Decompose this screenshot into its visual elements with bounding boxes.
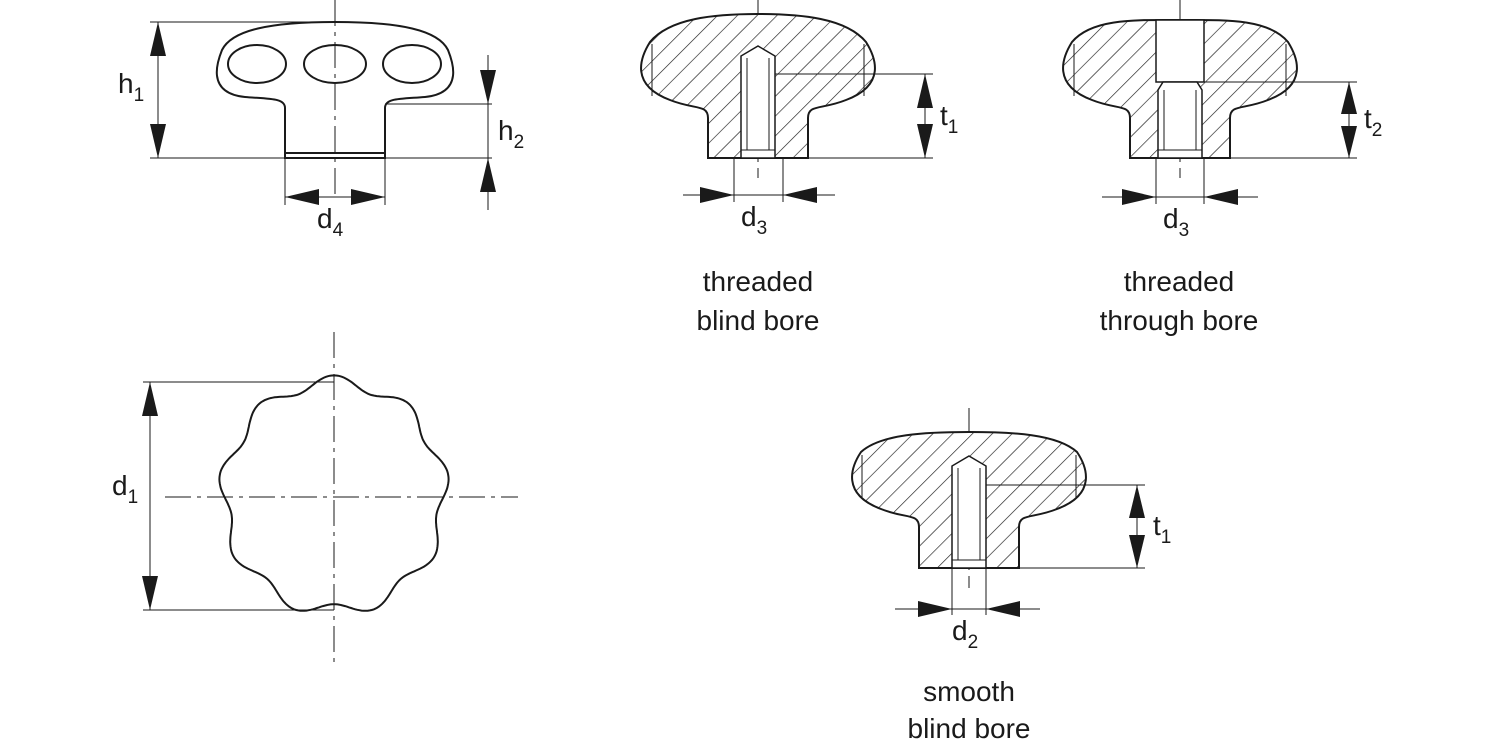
d2-arrow-left [918, 601, 952, 617]
section-threaded-through-bore: t2 d3 threaded through bore [1062, 0, 1382, 336]
d4-label: d4 [317, 203, 344, 241]
section-b-bore-upper [1155, 19, 1205, 83]
t1-a-arrow-bottom [917, 124, 933, 158]
d1-arrow-bottom [142, 576, 158, 610]
section-b-caption-line2: through bore [1100, 305, 1259, 336]
side-view: h1 h2 d4 [118, 0, 524, 241]
d4-arrow-left [285, 189, 319, 205]
d3-b-arrow-left [1122, 189, 1156, 205]
d3-a-label: d3 [741, 201, 767, 239]
section-b-bore-lower [1157, 81, 1203, 159]
section-c-caption-line2: blind bore [908, 713, 1031, 744]
d3-b-label: d3 [1163, 203, 1189, 241]
h2-arrow-bottom [480, 158, 496, 192]
section-threaded-blind-bore: t1 d3 threaded blind bore [640, 0, 958, 336]
h1-arrow-bottom [150, 124, 166, 158]
h2-label: h2 [498, 115, 524, 153]
d1-label: d1 [112, 470, 138, 508]
knob-grip-hole-right [382, 44, 442, 84]
t2-label: t2 [1364, 103, 1382, 141]
h2-arrow-top [480, 70, 496, 104]
t1-c-arrow-bottom [1129, 535, 1145, 568]
d3-a-arrow-right [783, 187, 817, 203]
top-view: d1 [112, 332, 518, 665]
t1-a-label: t1 [940, 100, 958, 138]
d2-arrow-right [986, 601, 1020, 617]
section-a-caption-line1: threaded [703, 266, 814, 297]
knob-grip-hole-left [227, 44, 287, 84]
d1-arrow-top [142, 382, 158, 416]
knob-grip-hole-center [303, 44, 367, 84]
t2-arrow-bottom [1341, 126, 1357, 158]
section-smooth-blind-bore: t1 d2 smooth blind bore [851, 408, 1171, 744]
section-a-bore [740, 45, 776, 159]
section-b-caption-line1: threaded [1124, 266, 1235, 297]
section-c-caption-line1: smooth [923, 676, 1015, 707]
d3-b-arrow-right [1204, 189, 1238, 205]
section-a-caption-line2: blind bore [697, 305, 820, 336]
section-c-bore [951, 455, 987, 569]
t1-c-arrow-top [1129, 485, 1145, 518]
knob-top-lobed-outline [218, 374, 450, 612]
h1-label: h1 [118, 68, 144, 106]
d3-a-arrow-left [700, 187, 734, 203]
d4-arrow-right [351, 189, 385, 205]
h1-arrow-top [150, 22, 166, 56]
t1-a-arrow-top [917, 74, 933, 108]
t2-arrow-top [1341, 82, 1357, 114]
knob-side-outline [215, 20, 455, 159]
t1-c-label: t1 [1153, 510, 1171, 548]
d2-label: d2 [952, 615, 978, 653]
